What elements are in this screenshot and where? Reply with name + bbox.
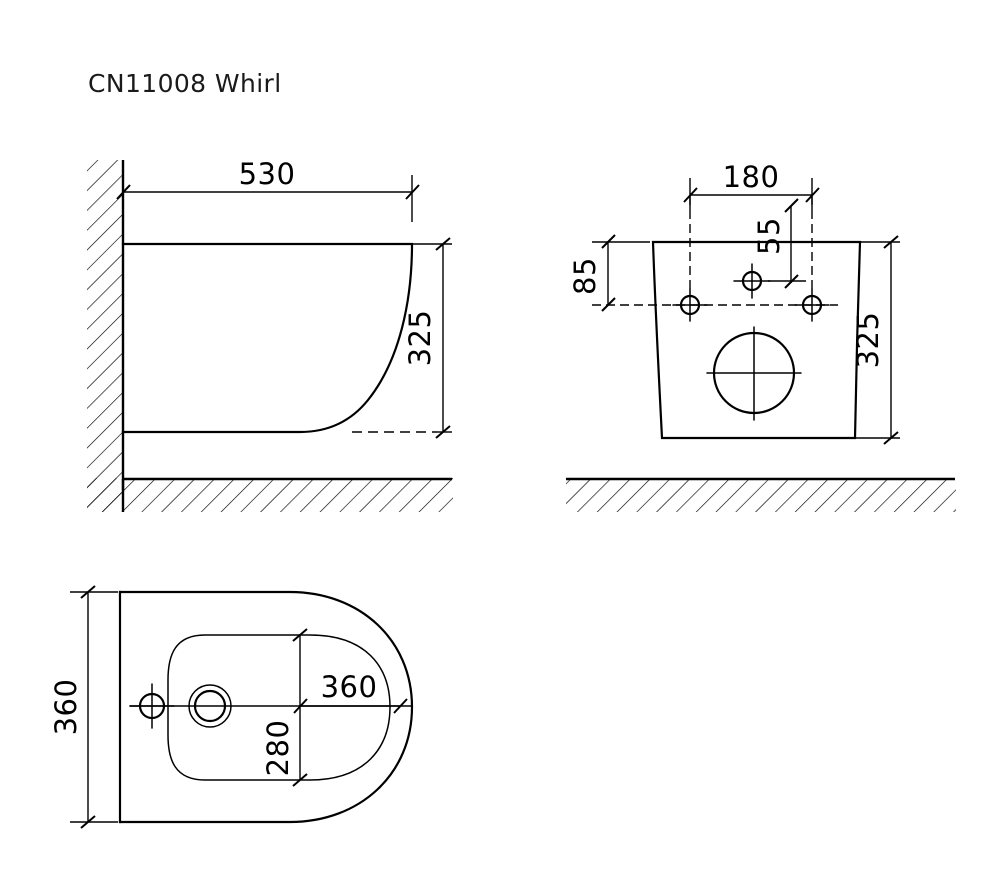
dim-label-325-side: 325 xyxy=(403,310,437,367)
tick-55-top xyxy=(784,198,799,213)
dimension-325-side: 325 xyxy=(403,237,452,439)
tick-280-bottom xyxy=(292,773,308,787)
dim-label-180: 180 xyxy=(723,160,780,194)
dim-label-280: 280 xyxy=(261,720,295,777)
dim-label-55: 55 xyxy=(752,217,786,255)
tick-530-left xyxy=(116,184,131,200)
bolt-hole-left xyxy=(672,288,708,322)
floor-hatch-side xyxy=(87,478,453,512)
dimension-280: 280 xyxy=(261,628,308,787)
tick-85-bottom xyxy=(601,297,616,312)
tick-55-bottom xyxy=(784,274,799,289)
tick-280-top xyxy=(292,628,308,642)
dim-label-360-width: 360 xyxy=(49,679,83,736)
tick-360w-bottom xyxy=(80,815,96,829)
bolt-hole-right xyxy=(794,288,830,322)
waste-outlet-hole xyxy=(706,326,802,421)
dimension-55: 55 xyxy=(752,198,806,289)
dim-label-85: 85 xyxy=(568,257,602,295)
dim-label-325-front: 325 xyxy=(851,312,885,369)
dimension-325-front: 325 xyxy=(851,235,900,445)
plan-top-view: 360 360 280 xyxy=(49,585,414,829)
tick-360d-right xyxy=(393,698,408,714)
dim-label-360-depth: 360 xyxy=(321,670,378,704)
front-elevation-view: 180 55 85 325 xyxy=(566,160,956,512)
tick-360w-top xyxy=(80,585,96,599)
tick-325s-bottom xyxy=(435,425,451,439)
tick-325f-bottom xyxy=(883,431,899,445)
tick-180-right xyxy=(805,187,820,203)
dim-label-530: 530 xyxy=(239,157,296,191)
dimension-85: 85 xyxy=(568,234,650,312)
tick-180-left xyxy=(683,187,698,203)
tick-85-top xyxy=(601,234,616,249)
wall-hatch xyxy=(87,160,123,512)
dimension-360-width: 360 xyxy=(49,585,118,829)
bowl-side-profile xyxy=(121,242,414,434)
plan-outer-outline xyxy=(118,590,414,824)
side-elevation-view: 530 325 xyxy=(87,157,453,512)
dimension-180: 180 xyxy=(683,160,820,210)
tick-325f-top xyxy=(883,235,899,249)
dimension-360-depth: 360 xyxy=(293,670,408,714)
dimension-530: 530 xyxy=(116,157,420,222)
floor-hatch-front xyxy=(566,478,956,512)
tick-325s-top xyxy=(435,237,451,251)
drawing-title: CN11008 Whirl xyxy=(88,69,282,98)
bolt-hole-center xyxy=(733,263,771,299)
bowl-front-outline xyxy=(651,240,862,440)
tick-530-right xyxy=(405,184,420,200)
plan-bowl-opening xyxy=(167,634,391,781)
